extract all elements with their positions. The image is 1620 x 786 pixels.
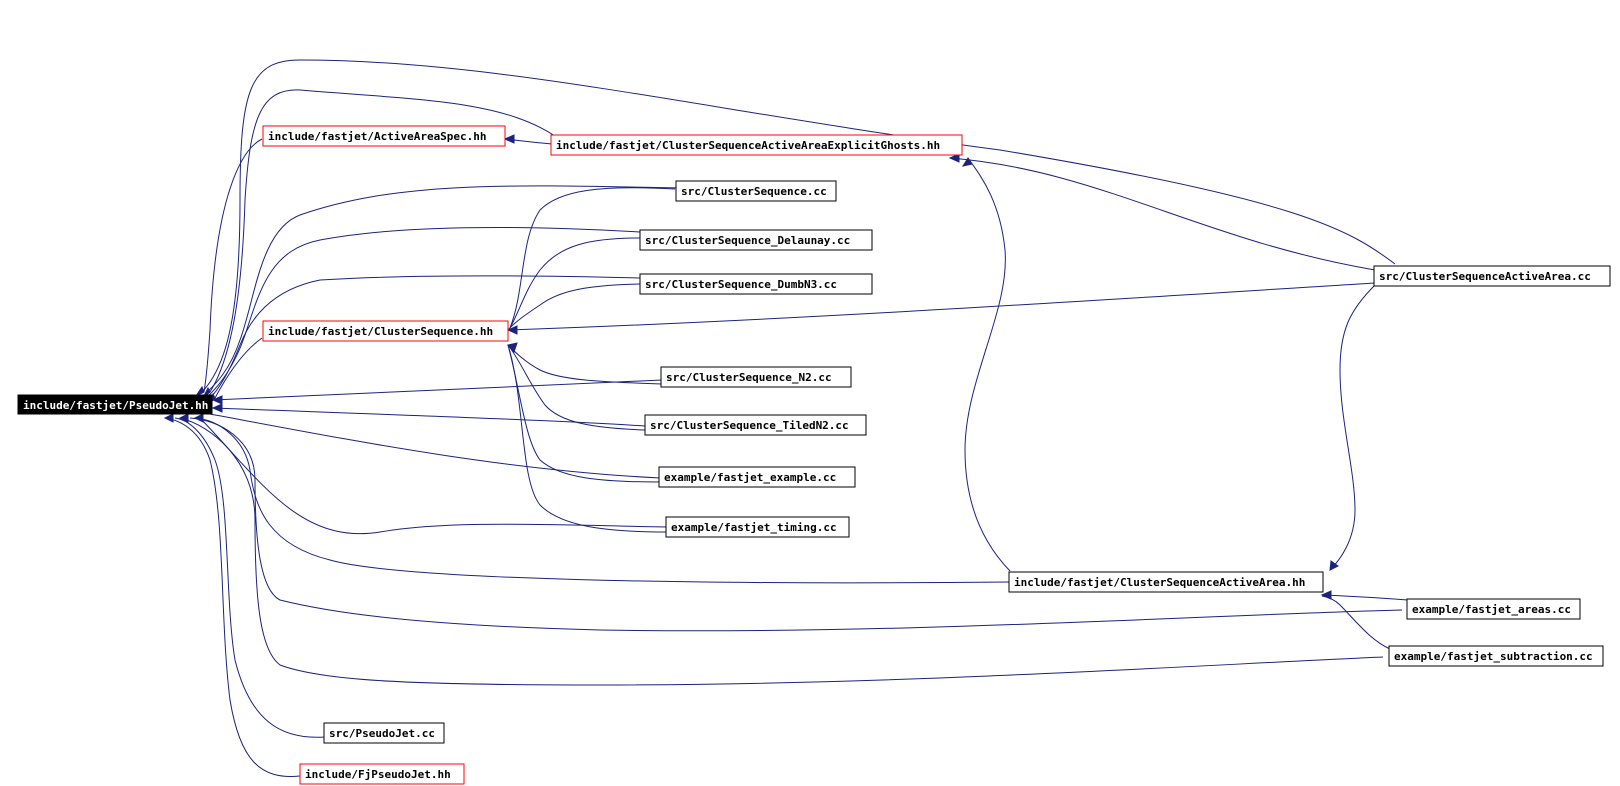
- edge-tiledn2-to-pseudojet: [212, 407, 646, 427]
- arrowheads: [163, 134, 1339, 600]
- node-pseudojet-cc[interactable]: src/PseudoJet.cc: [323, 722, 445, 744]
- node-box: [550, 134, 963, 156]
- edge-fastjetexample-to-clustersequencehh: [507, 344, 661, 483]
- node-box: [1406, 598, 1581, 620]
- edge-csaaeg-to-pseudojet: [209, 89, 556, 393]
- node-dumbn3-cc[interactable]: src/ClusterSequence_DumbN3.cc: [639, 273, 873, 295]
- node-box: [665, 516, 850, 538]
- arrowhead-pseudojet-6: [163, 413, 174, 423]
- node-delaunay-cc[interactable]: src/ClusterSequence_Delaunay.cc: [639, 229, 873, 251]
- node-box: [323, 722, 445, 744]
- node-label: example/fastjet_subtraction.cc: [1394, 650, 1593, 663]
- arrowhead-activeareaspec: [503, 134, 515, 144]
- node-box: [1008, 571, 1324, 593]
- arrowhead-pseudojet-4: [211, 395, 223, 405]
- edge-clustersequencecc-to-pseudojet: [204, 185, 684, 395]
- arrowhead-pseudojet-5: [211, 403, 223, 413]
- arrowhead-csactiveareahh-1: [1329, 560, 1339, 571]
- node-n2-cc[interactable]: src/ClusterSequence_N2.cc: [660, 366, 852, 388]
- node-box: [658, 466, 856, 488]
- edge-csactiveareacc-to-csactiveareahh: [1329, 284, 1376, 571]
- node-label: src/ClusterSequence_DumbN3.cc: [645, 278, 837, 291]
- node-label: src/ClusterSequence_N2.cc: [666, 371, 832, 384]
- node-box: [639, 273, 873, 295]
- node-csactivearea-cc[interactable]: src/ClusterSequenceActiveArea.cc: [1373, 265, 1611, 287]
- edge-dumbn3-to-clustersequencehh: [507, 283, 641, 331]
- node-label: include/fastjet/ClusterSequenceActiveAre…: [1014, 576, 1305, 589]
- edge-fastjetexample-to-pseudojet: [209, 413, 661, 479]
- node-pseudojet-hh[interactable]: include/fastjet/PseudoJet.hh: [17, 394, 213, 415]
- edge-n2-to-clustersequencehh: [507, 344, 663, 385]
- arrowhead-csactiveareahh-2: [1320, 590, 1332, 600]
- edge-activeareaspec-to-pseudojet: [203, 138, 263, 393]
- node-box: [660, 366, 852, 388]
- node-label: include/FjPseudoJet.hh: [305, 768, 451, 781]
- node-label: src/ClusterSequenceActiveArea.cc: [1379, 270, 1591, 283]
- edge-tiledn2-to-clustersequencehh: [507, 344, 646, 431]
- arrowhead-clustersequencehh-2: [507, 342, 518, 353]
- node-csactivearea-hh[interactable]: include/fastjet/ClusterSequenceActiveAre…: [1008, 571, 1324, 593]
- node-box: [675, 180, 837, 202]
- arrowhead-pseudojet-8: [193, 413, 204, 423]
- arrowhead-csaaeg-2: [961, 157, 973, 167]
- node-fastjet-example-cc[interactable]: example/fastjet_example.cc: [658, 466, 856, 488]
- edge-fastjetsubtraction-to-pseudojet: [179, 417, 1384, 686]
- node-label: include/fastjet/ActiveAreaSpec.hh: [268, 130, 487, 143]
- edge-fastjetareas-to-pseudojet: [189, 417, 1403, 632]
- node-box: [262, 320, 509, 342]
- node-fjpseudojet-hh[interactable]: include/FjPseudoJet.hh: [299, 763, 465, 785]
- arrowhead-pseudojet-7: [178, 413, 189, 423]
- node-box: [1388, 645, 1604, 667]
- node-box: [639, 229, 873, 251]
- edge-n2-to-pseudojet: [212, 379, 663, 401]
- edge-csactiveareacc-to-clustersequencehh: [507, 282, 1376, 331]
- node-box: [644, 414, 867, 436]
- edge-fastjetareas-to-csactiveareahh: [1321, 594, 1409, 601]
- edge-csactiveareahh-to-pseudojet: [194, 417, 1011, 584]
- edge-fastjettiming-to-pseudojet: [199, 417, 668, 535]
- node-label: example/fastjet_timing.cc: [671, 521, 837, 534]
- node-box: [299, 763, 465, 785]
- node-fastjet-timing-cc[interactable]: example/fastjet_timing.cc: [665, 516, 850, 538]
- edge-delaunay-to-pseudojet: [207, 226, 641, 397]
- node-box: [17, 394, 213, 415]
- node-label: example/fastjet_example.cc: [664, 471, 836, 484]
- node-clustersequence-hh[interactable]: include/fastjet/ClusterSequence.hh: [262, 320, 509, 342]
- edge-clustersequencehh-to-pseudojet: [214, 337, 263, 399]
- edges: [164, 59, 1409, 777]
- node-label: src/ClusterSequence_Delaunay.cc: [645, 234, 850, 247]
- edge-csactiveareahh-to-csaaeg: [964, 157, 1011, 572]
- arrowhead-pseudojet-1: [194, 385, 205, 398]
- node-label: include/fastjet/ClusterSequenceActiveAre…: [556, 139, 940, 152]
- node-activeareaspec-hh[interactable]: include/fastjet/ActiveAreaSpec.hh: [262, 125, 506, 147]
- node-label: src/ClusterSequence_TiledN2.cc: [650, 419, 849, 432]
- node-box: [262, 125, 506, 147]
- node-tiledn2-cc[interactable]: src/ClusterSequence_TiledN2.cc: [644, 414, 867, 436]
- edge-pseudojetcc-to-pseudojet: [174, 417, 326, 738]
- node-label: src/ClusterSequence.cc: [681, 185, 827, 198]
- arrowhead-clustersequencehh-1: [506, 325, 518, 335]
- node-box: [1373, 265, 1611, 287]
- edge-delaunay-to-clustersequencehh: [509, 237, 641, 329]
- node-fastjet-areas-cc[interactable]: example/fastjet_areas.cc: [1406, 598, 1581, 620]
- edge-dumbn3-to-pseudojet: [209, 275, 641, 399]
- node-label: example/fastjet_areas.cc: [1412, 603, 1571, 616]
- edge-clustersequencecc-to-clustersequencehh: [509, 187, 676, 329]
- node-label: src/PseudoJet.cc: [329, 727, 435, 740]
- node-clustersequence-cc[interactable]: src/ClusterSequence.cc: [675, 180, 837, 202]
- edge-fastjetsubtraction-to-csactiveareahh: [1321, 595, 1391, 650]
- node-csaaeg-hh[interactable]: include/fastjet/ClusterSequenceActiveAre…: [550, 134, 963, 156]
- arrowhead-csaaeg-1: [948, 153, 960, 163]
- node-label: include/fastjet/ClusterSequence.hh: [268, 325, 493, 338]
- edge-fastjettiming-to-clustersequencehh: [507, 344, 668, 533]
- edge-csactiveareacc-to-csaaeg: [949, 157, 1376, 271]
- edge-csactiveareacc-to-pseudojet: [199, 59, 1396, 395]
- node-label: include/fastjet/PseudoJet.hh: [23, 399, 208, 412]
- edge-fjpseudojet-to-pseudojet: [164, 417, 301, 777]
- node-fastjet-subtraction-cc[interactable]: example/fastjet_subtraction.cc: [1388, 645, 1604, 667]
